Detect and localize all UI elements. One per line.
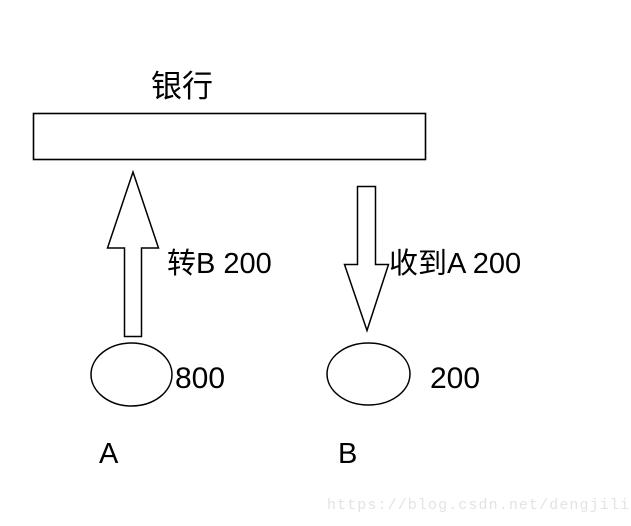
arrow-bank-to-b	[343, 185, 390, 333]
account-circle-a	[90, 342, 173, 407]
account-name-a: A	[99, 438, 119, 470]
arrow-a-to-bank	[106, 169, 160, 338]
balance-label-b: 200	[430, 362, 481, 395]
bank-rectangle	[32, 112, 427, 161]
watermark-text: https://blog.csdn.net/dengjili	[327, 497, 631, 514]
balance-label-a: 800	[175, 362, 226, 395]
flow-label-bank-to-b: 收到A 200	[389, 248, 522, 280]
flow-label-a-to-bank: 转B 200	[167, 248, 272, 280]
bank-title-label: 银行	[151, 69, 213, 104]
account-circle-b	[326, 342, 411, 406]
account-name-b: B	[338, 438, 358, 470]
